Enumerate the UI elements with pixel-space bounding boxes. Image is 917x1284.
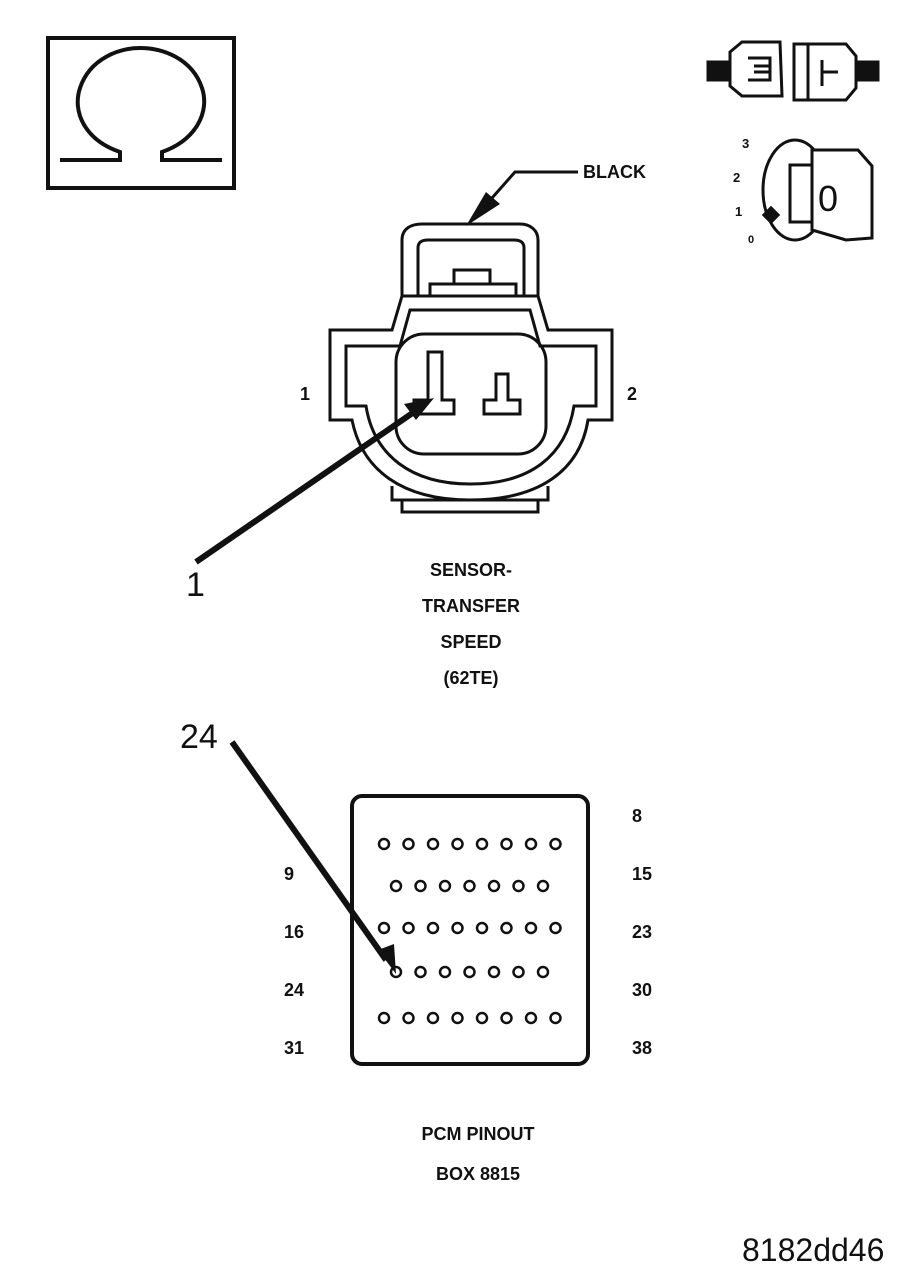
pcm-caption-line-1: PCM PINOUT [421,1124,535,1144]
pin-hole [549,1011,562,1025]
callout-24-label: 24 [180,718,218,756]
pcm-pinout-box [350,794,590,1066]
pin-hole [438,965,452,979]
pcm-left-number: 16 [284,922,305,942]
pin-hole [487,879,501,893]
pin-hole [524,921,538,935]
callout-1-label: 1 [186,566,205,604]
pin-hole [536,965,550,979]
pin-hole [500,1011,513,1025]
pcm-right-number: 15 [632,864,653,884]
pin-hole [451,837,464,851]
pin-hole [512,965,525,979]
sensor-connector [328,222,614,514]
sensor-caption-line-4: (62TE) [443,668,499,688]
pin-hole [377,921,391,935]
pin-hole [463,965,476,979]
pcm-right-number: 38 [632,1038,653,1058]
sensor-caption: SENSOR- TRANSFER SPEED (62TE) [361,552,581,696]
pcm-caption: PCM PINOUT BOX 8815 [368,1114,588,1194]
pin-hole [389,879,403,893]
sensor-caption-line-2: TRANSFER [422,596,520,616]
figure-id: 8182dd46 [742,1232,885,1268]
key-position-2: 2 [733,170,741,185]
ohmmeter-icon [46,36,236,190]
callout-arrow-24 [229,740,396,974]
pin-hole [451,921,464,935]
key-position-3: 3 [742,136,750,151]
pin-hole [500,837,513,851]
pcm-right-number: 8 [632,806,643,826]
pin-hole [549,921,562,935]
pin-hole [426,1011,440,1025]
key-position-0: 0 [748,234,755,246]
connector-pin-1-label: 1 [300,384,311,404]
callout-arrow-1 [194,398,434,565]
pin-hole [451,1011,464,1025]
pin-hole [536,879,550,893]
pin-hole [377,837,391,851]
key-label: 0 [818,178,839,219]
pcm-left-number: 24 [284,980,305,1000]
pcm-right-number: 30 [632,980,653,1000]
pcm-pin-holes [377,837,562,1025]
pin-hole [475,837,489,851]
ignition-key-icon [761,138,874,242]
pin-hole [414,965,427,979]
pin-hole [402,921,415,935]
pin-hole [512,879,525,893]
pin-hole [377,1011,391,1025]
pin-hole [414,879,427,893]
pin-hole [475,1011,489,1025]
pin-hole [402,837,415,851]
key-position-1: 1 [735,204,743,219]
pin-hole [438,879,452,893]
pin-hole [426,921,440,935]
connector-pin-2-label: 2 [627,384,638,404]
pin-hole [524,1011,538,1025]
black-leader-arrow [466,170,578,226]
sensor-caption-line-3: SPEED [440,632,502,652]
pin-hole [475,921,489,935]
pin-hole [426,837,440,851]
pin-hole [500,921,513,935]
pin-hole [389,965,403,979]
pin-hole [487,965,501,979]
pcm-caption-line-2: BOX 8815 [435,1164,521,1184]
pin-hole [402,1011,415,1025]
pcm-right-number: 23 [632,922,653,942]
connector-color-label: BLACK [583,162,646,182]
pcm-left-number: 31 [284,1038,305,1058]
pcm-left-number: 9 [284,864,295,884]
disconnect-connector-icon [706,40,880,102]
sensor-caption-line-1: SENSOR- [429,560,512,580]
pin-hole [549,837,562,851]
pin-hole [524,837,538,851]
pin-hole [463,879,476,893]
